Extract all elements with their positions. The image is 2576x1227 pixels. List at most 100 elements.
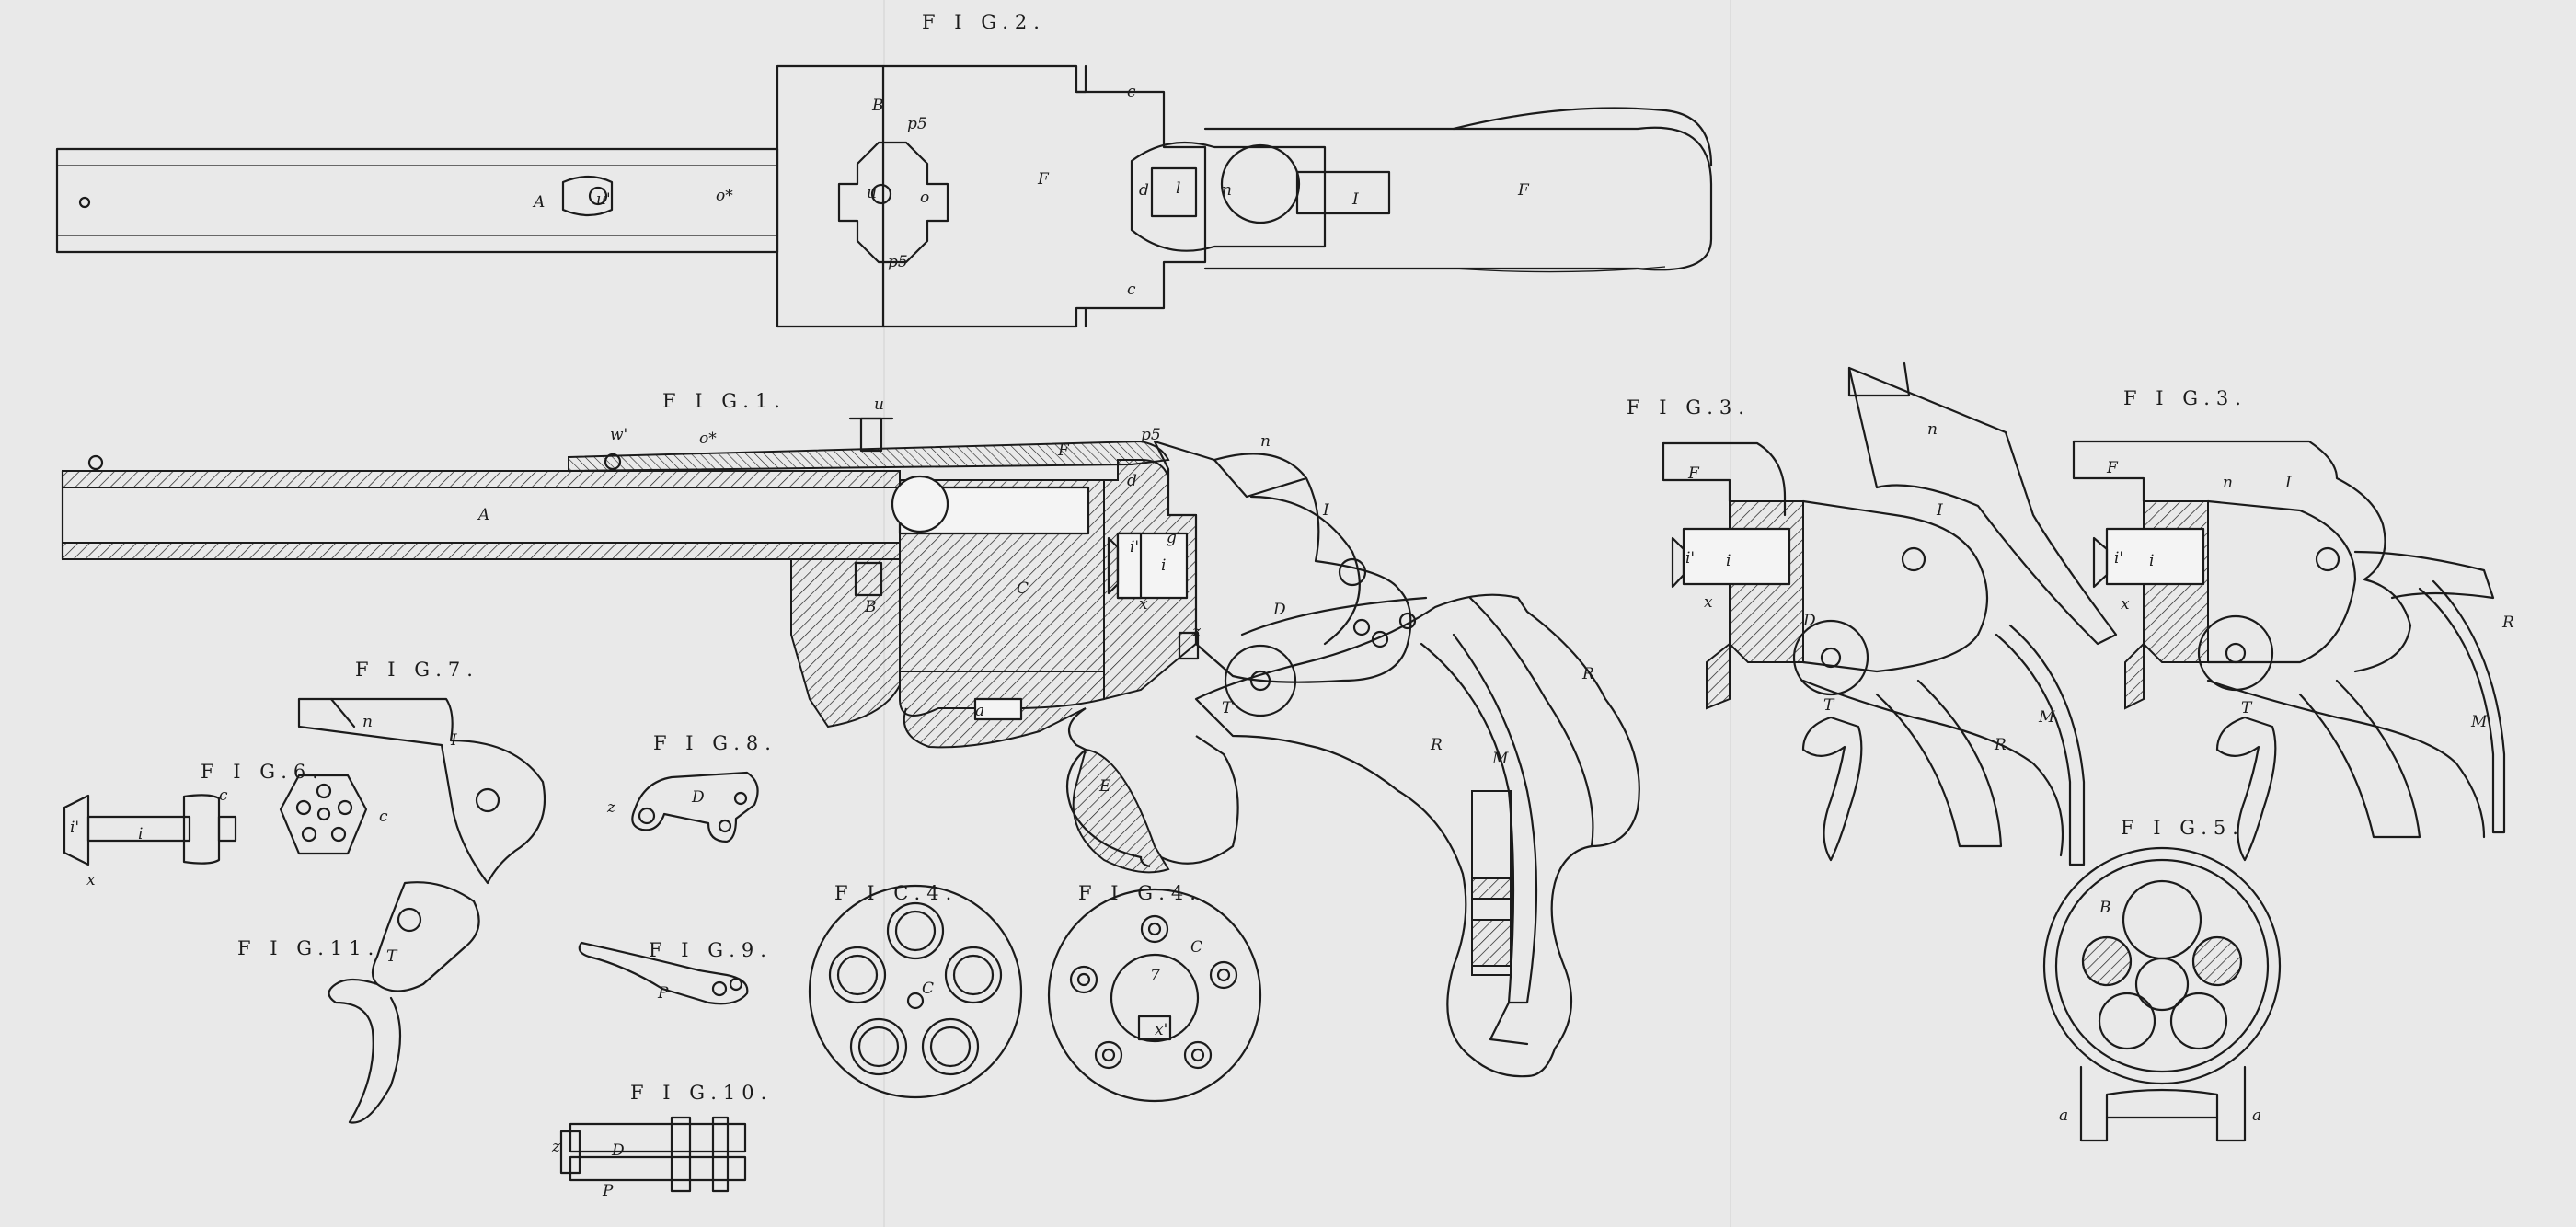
- fig1-label-g: g: [1167, 529, 1177, 547]
- fig8-label-z: z: [606, 798, 616, 817]
- fig1-side-section: F I G.1.: [61, 390, 1640, 1078]
- fig2-plan-view: F I G.2. A B o*: [55, 11, 1713, 328]
- fig5-frame-front: F I G.5. B a a: [2042, 817, 2282, 1142]
- fig4a-label: F I C.4.: [834, 882, 958, 904]
- fig1-label-d: d: [1127, 472, 1137, 490]
- fig1-label-F: F: [1057, 441, 1070, 460]
- fig2-label-n: n: [1222, 181, 1232, 200]
- fig6-label-i: i: [138, 825, 143, 843]
- fig3b-label-I: I: [2284, 474, 2292, 492]
- fig2-label-o: o*: [716, 187, 733, 205]
- fig3b-label-n: n: [2223, 474, 2233, 492]
- fig4-cylinder-rear: F I G.4. C 7 x': [1047, 882, 1262, 1103]
- fig9-label-P: P: [657, 984, 669, 1003]
- fig2-label-d: d: [1139, 181, 1149, 200]
- fig3-lock-detail-b: F I G.3. F I n i' i T R M x: [2072, 387, 2514, 862]
- fig7-hammer: F I G.7. n I: [297, 659, 546, 885]
- fig2-label-u: u: [867, 184, 877, 202]
- fig3b-label-T: T: [2241, 699, 2253, 717]
- fig2-label-I: I: [1351, 190, 1359, 209]
- fig2-label-c2: c: [1127, 281, 1136, 299]
- fig11-label: F I G.11.: [237, 937, 380, 959]
- fig1-label-R2: R: [1581, 665, 1594, 683]
- fig3a-label: F I G.3.: [1627, 396, 1751, 419]
- fig2-label-F: F: [1037, 170, 1050, 189]
- fig1-label-R: R: [1430, 736, 1443, 754]
- fig3a-label-x: x: [1704, 593, 1713, 612]
- fig3a-label-I: I: [1936, 501, 1943, 520]
- fig4b-label-C: C: [1190, 938, 1202, 957]
- fig10-linkage: F I G.10. z D P: [551, 1082, 773, 1200]
- fig2-label-F2: F: [1517, 181, 1530, 200]
- fig10-label-D: D: [611, 1141, 625, 1160]
- fig6-label-i1: i': [70, 819, 79, 837]
- fig8-label-D: D: [691, 788, 705, 807]
- fig1-label-z: z: [1191, 623, 1202, 641]
- fig9-pawl: F I G.9. P: [578, 939, 773, 1005]
- fig2-label-p5b: p5: [888, 253, 908, 271]
- fig2-label-B: B: [871, 97, 884, 115]
- fig3b-label-F: F: [2106, 459, 2119, 477]
- fig1-label-B: B: [864, 598, 877, 616]
- fig3a-label-T: T: [1823, 696, 1835, 715]
- fig2-label-o2: o: [920, 189, 929, 207]
- fig3a-label-F: F: [1687, 464, 1700, 483]
- fig5-label-B: B: [2099, 899, 2111, 917]
- fig8-lever: F I G.8. D z: [606, 732, 771, 843]
- fig7-label-n: n: [362, 713, 373, 731]
- fig11-label-T: T: [386, 947, 398, 966]
- fig4b-label: F I G.4.: [1078, 882, 1202, 904]
- fig6-label-c2: c: [379, 808, 388, 826]
- fig2-label-c: c: [1127, 83, 1136, 101]
- fig1-label-i: i: [1161, 556, 1166, 575]
- fig2-label-p5: p5: [907, 115, 927, 133]
- fig1-label-A: A: [477, 506, 489, 524]
- fig10-label-P: P: [602, 1182, 614, 1200]
- fig5-label-a2: a: [2252, 1107, 2261, 1125]
- fig1-label-M: M: [1491, 750, 1509, 768]
- fig1-label-i1: i': [1130, 538, 1139, 556]
- fig1-label-x: x: [1139, 595, 1148, 614]
- fig4-cylinder-front: F I C.4. C: [808, 882, 1023, 1099]
- fig6-cylinder-arbor: F I G.6. i' i x c c: [63, 761, 388, 889]
- fig10-label: F I G.10.: [630, 1082, 773, 1104]
- fig3b-label: F I G.3.: [2123, 387, 2248, 409]
- fig6-label-x: x: [86, 871, 96, 889]
- fig11-trigger: F I G.11. T: [237, 881, 480, 1124]
- fig1-label-C: C: [1017, 579, 1029, 598]
- fig3a-label-R: R: [1994, 736, 2007, 754]
- fig6-label: F I G.6.: [201, 761, 325, 783]
- fig5-label-a: a: [2059, 1107, 2068, 1125]
- fig1-label: F I G.1.: [662, 390, 787, 412]
- fig10-label-z: z: [551, 1138, 561, 1156]
- fig1-label-a: a: [975, 702, 984, 720]
- fig1-label-o: o*: [699, 430, 717, 448]
- fig3a-label-i1: i': [1685, 549, 1695, 568]
- fig3a-label-n: n: [1927, 420, 1938, 439]
- fig1-label-p5: p5: [1141, 426, 1161, 444]
- fig3b-label-i: i: [2149, 552, 2154, 570]
- fig2-barrel: [55, 147, 779, 254]
- fig7-label: F I G.7.: [355, 659, 479, 681]
- fig2-label-l: l: [1176, 179, 1180, 198]
- fig1-label-I: I: [1322, 501, 1329, 520]
- fig4b-label-x1: x': [1155, 1021, 1167, 1039]
- fig3a-label-D: D: [1802, 612, 1816, 630]
- fig1-label-n: n: [1260, 432, 1271, 451]
- fig3b-label-i1: i': [2114, 549, 2123, 568]
- fig3-lock-detail-a: F I G.3. F I n i' i D T R M x: [1627, 361, 2118, 866]
- fig1-label-w1: w': [610, 426, 627, 444]
- fig9-label: F I G.9.: [649, 939, 773, 961]
- fig2-label-A: A: [532, 193, 545, 212]
- fig3b-label-R: R: [2501, 614, 2514, 632]
- fig2-label: F I G.2.: [922, 11, 1046, 33]
- fig7-label-I: I: [450, 731, 457, 750]
- fig3b-label-x: x: [2121, 595, 2130, 614]
- fig1-label-u: u: [874, 396, 884, 414]
- fig3a-label-M: M: [2038, 708, 2055, 727]
- fig1-label-T: T: [1222, 699, 1234, 717]
- fig2-label-u1: u': [596, 190, 611, 209]
- fig4a-label-C: C: [922, 980, 934, 998]
